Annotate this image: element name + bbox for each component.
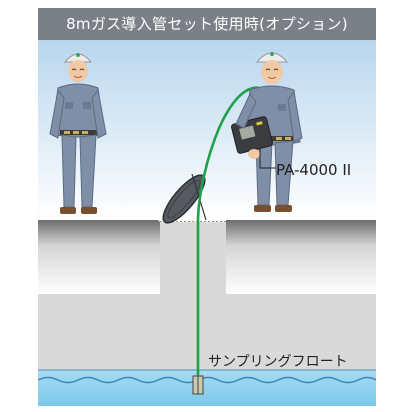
cavity-opening bbox=[160, 222, 226, 294]
ground-slab-right bbox=[226, 220, 376, 294]
diagram-panel: 8mガス導入管セット使用時(オプション) PA-4000 II サンプリングフロ… bbox=[38, 8, 376, 406]
device-label: PA-4000 II bbox=[276, 161, 352, 179]
water-body bbox=[38, 370, 376, 406]
ground-slab-left bbox=[38, 220, 160, 294]
float-label: サンプリングフロート bbox=[208, 354, 348, 370]
sampling-float-icon bbox=[192, 375, 204, 395]
diagram-title: 8mガス導入管セット使用時(オプション) bbox=[66, 15, 348, 33]
worker-right-figure-icon bbox=[243, 52, 303, 212]
water-wave-line bbox=[38, 376, 376, 384]
device-leader-line bbox=[259, 148, 276, 169]
underground-cavity bbox=[38, 294, 376, 370]
gas-analyzer-icon bbox=[231, 93, 273, 159]
worker-left-figure-icon bbox=[49, 53, 107, 214]
title-bar: 8mガス導入管セット使用時(オプション) bbox=[38, 8, 376, 40]
scene-illustration bbox=[38, 40, 376, 406]
